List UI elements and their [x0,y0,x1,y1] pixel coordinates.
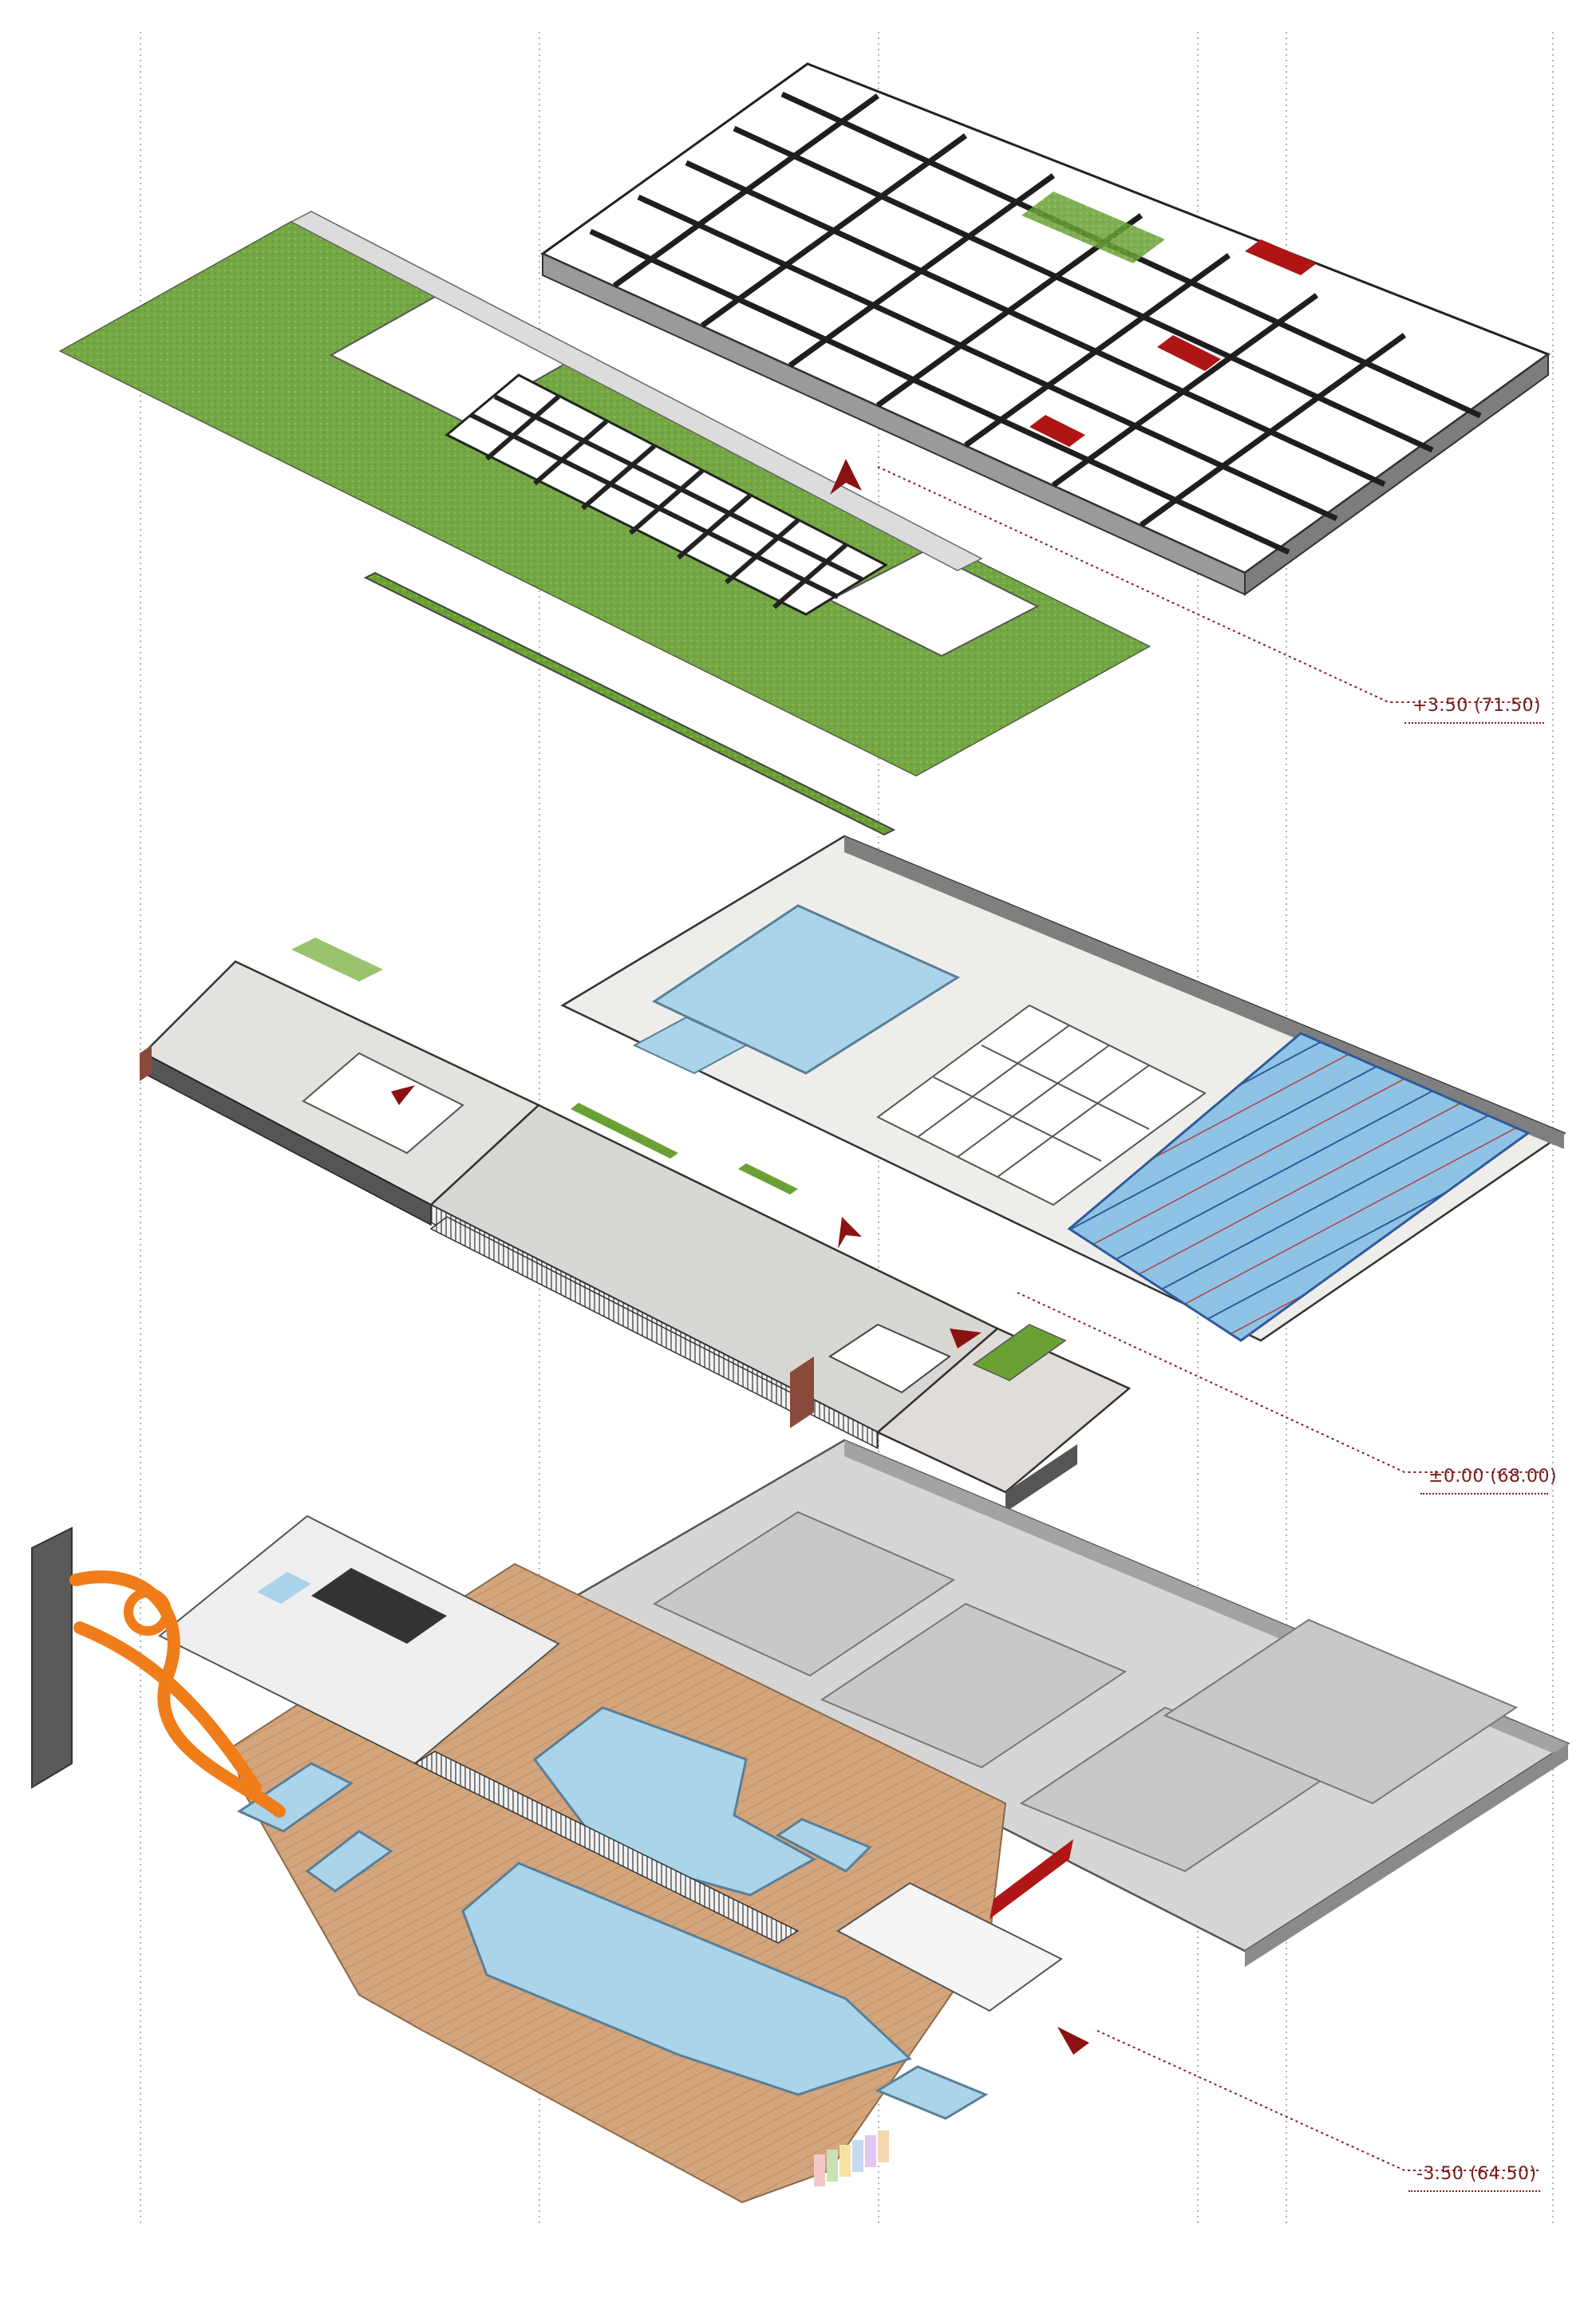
leader-line-lower [1096,2030,1540,2171]
entry-arrow-icon [830,459,862,495]
lower-level [31,1439,1570,2204]
level-label-ground: ±0.00 (68.00) [1428,1467,1558,1487]
entry-arrow-icon [838,1217,862,1249]
label-underline [1420,1493,1548,1495]
colored-cabins [814,2130,889,2186]
ground-level [140,835,1566,1512]
recreational-pool [651,904,961,1075]
red-seating [1029,239,1317,447]
label-underline [1404,722,1544,724]
level-label-roof: +3.50 (71.50) [1412,696,1542,716]
entry-arrow-icon [391,1085,415,1105]
slide-tower [31,1526,73,1789]
changing-rooms [302,1004,1207,1206]
level-label-lower: -3.50 (64.50) [1416,2164,1537,2184]
entry-arrow-icon [1057,2027,1089,2055]
lap-pool [1067,1032,1531,1342]
green-roof-strip [363,571,896,836]
green-roof-slab [58,211,1152,777]
leader-line-ground [1017,1292,1544,1473]
label-underline [1408,2190,1540,2192]
roof-level [58,62,1551,836]
truss-roof [540,62,1551,596]
entry-arrow-icon [950,1329,982,1349]
